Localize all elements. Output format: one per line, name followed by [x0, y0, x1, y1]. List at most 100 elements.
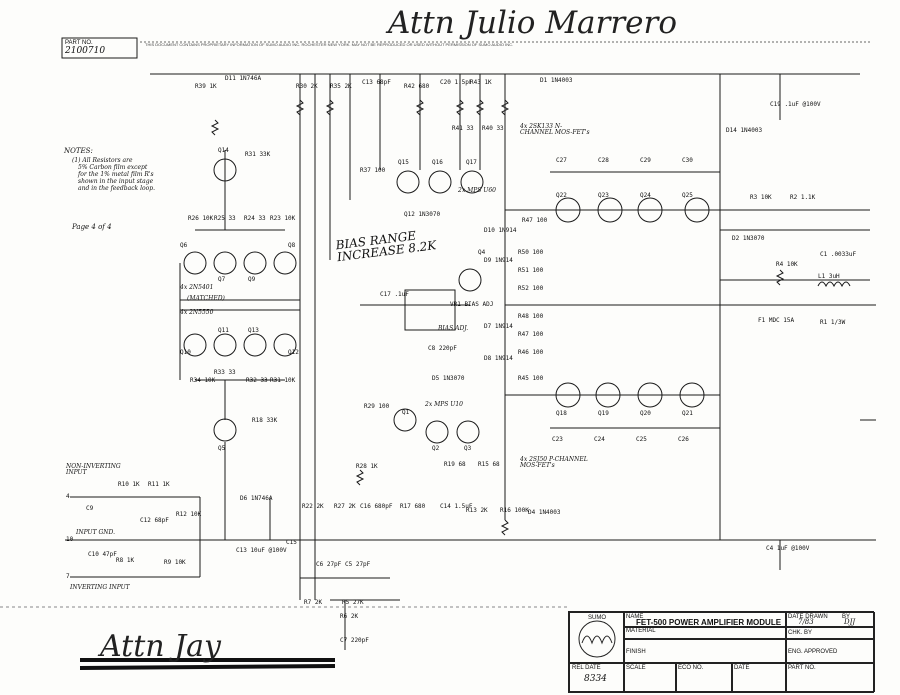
notes-title: NOTES:: [64, 147, 93, 155]
component-label: VR1 BIAS ADJ: [450, 301, 494, 308]
name-label: NAME: [626, 614, 644, 620]
capacitor-label: C28: [598, 157, 609, 164]
component-label: R51 100: [518, 267, 544, 274]
eng-approved-label: ENG. APPROVED: [788, 649, 838, 655]
date-label: DATE: [734, 665, 750, 671]
by-value: DJJ: [844, 618, 856, 626]
capacitor-label: C23: [552, 436, 563, 443]
component-label: R43 1K: [470, 79, 492, 86]
component-label: C19 .1uF @100V: [770, 101, 821, 108]
capacitor-label: C27: [556, 157, 567, 164]
component-label: C4 1uF @100V: [766, 545, 810, 552]
title-cell: NAME FET-500 POWER AMPLIFIER MODULE: [623, 612, 787, 628]
date-cell: DATE: [731, 662, 787, 692]
component-label: R34 10K: [190, 377, 216, 384]
component-label: R19 68: [444, 461, 466, 468]
non-inverting-input-label: NON-INVERTING INPUT: [66, 463, 121, 476]
component-label: F1 MDC 15A: [758, 317, 795, 324]
component-label: R22 2K: [302, 503, 324, 510]
component-label: R52 100: [518, 285, 544, 292]
component-label: C16 680pF: [360, 503, 393, 510]
node-10: 10: [66, 536, 74, 543]
component-label: C5 27pF: [345, 561, 371, 568]
transistor-label: Q20: [640, 410, 651, 417]
eco-cell: ECO NO.: [675, 662, 733, 692]
transistor-label: Q25: [682, 192, 693, 199]
matched-label: (MATCHED): [187, 295, 225, 302]
capacitor-label: C24: [594, 436, 605, 443]
transistor-label: Q17: [466, 159, 477, 166]
component-label: R10 1K: [118, 481, 140, 488]
transistor-label: Q10: [180, 349, 191, 356]
component-label: R6 2K: [340, 613, 359, 620]
part-no-label: PART NO.: [65, 40, 93, 46]
transistor-label: Q21: [682, 410, 693, 417]
transistor-label: Q2: [432, 445, 440, 452]
transistor-label: Q4: [478, 249, 486, 256]
component-label: D8 1N914: [484, 355, 513, 362]
component-label: R17 680: [400, 503, 426, 510]
mps-top-note: 2x MPS U60: [458, 187, 496, 194]
material-cell: MATERIAL: [623, 626, 787, 640]
date-drawn-value: 7/83: [798, 618, 814, 626]
by-label: BY: [842, 614, 851, 620]
component-label: R2 1.1K: [790, 194, 816, 201]
page-indicator: Page 4 of 4: [72, 223, 112, 231]
component-label: R4 10K: [776, 261, 798, 268]
component-label: R31 10K: [270, 377, 296, 384]
transistor-label: Q13: [248, 327, 259, 334]
capacitor-label: C29: [640, 157, 651, 164]
component-label: D1 1N4003: [540, 77, 573, 84]
scale-label: SCALE: [626, 665, 646, 671]
part-no-value: 2100710: [65, 46, 106, 56]
sumo-logo: [578, 620, 616, 658]
chk-by-label: CHK. BY: [788, 630, 813, 636]
component-label: R8 1K: [116, 557, 135, 564]
component-label: R11 1K: [148, 481, 170, 488]
scale-cell: SCALE: [623, 662, 677, 692]
component-label: R27 2K: [334, 503, 356, 510]
component-label: C10 47pF: [88, 551, 117, 558]
attention-note: Attn Julio Marrero: [388, 5, 678, 41]
component-label: C13 68pF: [362, 79, 391, 86]
component-label: R9 10K: [164, 559, 186, 566]
component-label: C12 68pF: [140, 517, 169, 524]
transistor-label: Q22: [556, 192, 567, 199]
date-drawn-label: DATE DRAWN: [788, 614, 828, 620]
component-label: R33 33: [214, 369, 236, 376]
component-label: R26 10K: [188, 215, 214, 222]
component-label: D2 1N3070: [732, 235, 765, 242]
component-label: R35 2K: [330, 83, 352, 90]
node-7: 7: [66, 573, 70, 580]
component-label: C1 .0033uF: [820, 251, 857, 258]
transistor-label: Q7: [218, 276, 226, 283]
transistor-label: Q18: [556, 410, 567, 417]
q-pair-top-note: 4x 2N5401: [180, 284, 214, 291]
drawing-title: FET-500 POWER AMPLIFIER MODULE: [636, 618, 782, 627]
eng-approved-cell: ENG. APPROVED: [785, 638, 875, 664]
component-label: D14 1N4003: [726, 127, 763, 134]
node-4: 4: [66, 493, 70, 500]
component-label: C13 10uF @100V: [236, 547, 287, 554]
transistor-label: Q11: [218, 327, 229, 334]
component-label: C9: [86, 505, 94, 512]
inverting-input-label: INVERTING INPUT: [70, 584, 130, 591]
component-label: R40 33: [482, 125, 504, 132]
component-label: R5 27K: [342, 599, 364, 606]
component-label: C20 1.5pF: [440, 79, 473, 86]
component-label: R47 100: [522, 217, 548, 224]
component-label: R28 1K: [356, 463, 378, 470]
component-label: D9 1N914: [484, 257, 513, 264]
transistor-label: Q9: [248, 276, 256, 283]
component-label: C15: [286, 539, 297, 546]
component-label: C8 220pF: [428, 345, 457, 352]
component-label: Q12 1N3070: [404, 211, 441, 218]
capacitor-label: C30: [682, 157, 693, 164]
transistor-label: Q3: [464, 445, 472, 452]
proprietary-notice: THIS DOCUMENT CONTAINS PROPRIETARY INFOR…: [145, 42, 514, 47]
part-no-cell: PART NO.: [785, 662, 875, 692]
transistor-label: Q14: [218, 147, 229, 154]
notes-line: shown in the input stage: [78, 178, 154, 185]
